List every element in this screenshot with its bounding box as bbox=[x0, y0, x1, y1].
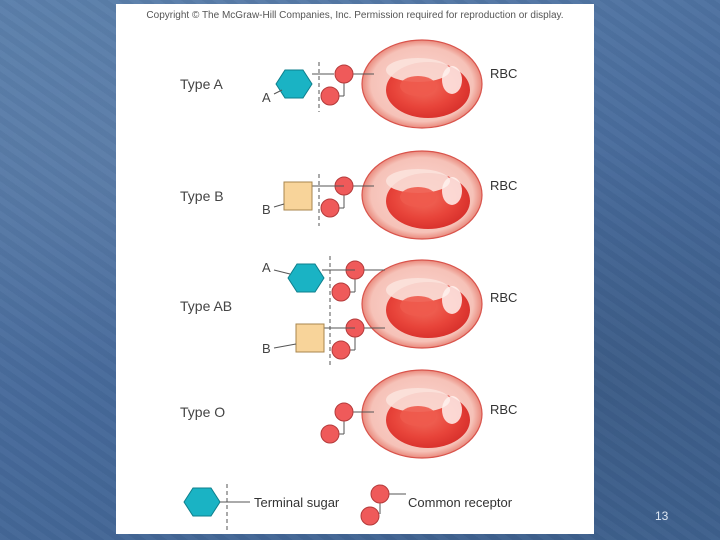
sugar-b-square bbox=[283, 181, 313, 211]
rbc-label: RBC bbox=[490, 178, 518, 193]
slide-page-number: 13 bbox=[655, 509, 669, 523]
sugar-a-label: A bbox=[262, 260, 271, 275]
type-ab-label: Type AB bbox=[180, 298, 233, 314]
row-type-a-graphic bbox=[273, 39, 483, 129]
row-type-ab-graphic bbox=[273, 256, 483, 366]
legend-receptor-icon bbox=[360, 506, 380, 526]
sugar-b-label: B bbox=[262, 341, 271, 356]
legend-terminal-sugar: Terminal sugar bbox=[254, 495, 340, 510]
type-o-label: Type O bbox=[180, 404, 226, 420]
rbc-label: RBC bbox=[490, 290, 518, 305]
row-type-b-graphic bbox=[273, 150, 483, 240]
sugar-b-square bbox=[295, 323, 325, 353]
figure-panel: Copyright © The McGraw-Hill Companies, I… bbox=[116, 4, 594, 534]
type-b-label: Type B bbox=[180, 188, 224, 204]
sugar-a-label: A bbox=[262, 90, 271, 105]
rbc-label: RBC bbox=[490, 66, 518, 81]
legend-graphic bbox=[183, 484, 406, 532]
rbc-label: RBC bbox=[490, 402, 518, 417]
diagram-graphics bbox=[183, 39, 483, 532]
sugar-a-hexagon bbox=[287, 263, 325, 293]
legend-hexagon-icon bbox=[183, 487, 221, 517]
sugar-a-hexagon bbox=[275, 69, 313, 99]
legend-common-receptor: Common receptor bbox=[408, 495, 513, 510]
sugar-b-label: B bbox=[262, 202, 271, 217]
type-a-label: Type A bbox=[180, 76, 223, 92]
legend-receptor-icon bbox=[370, 484, 390, 504]
row-type-o-graphic bbox=[320, 369, 483, 459]
copyright-notice: Copyright © The McGraw-Hill Companies, I… bbox=[146, 10, 564, 21]
